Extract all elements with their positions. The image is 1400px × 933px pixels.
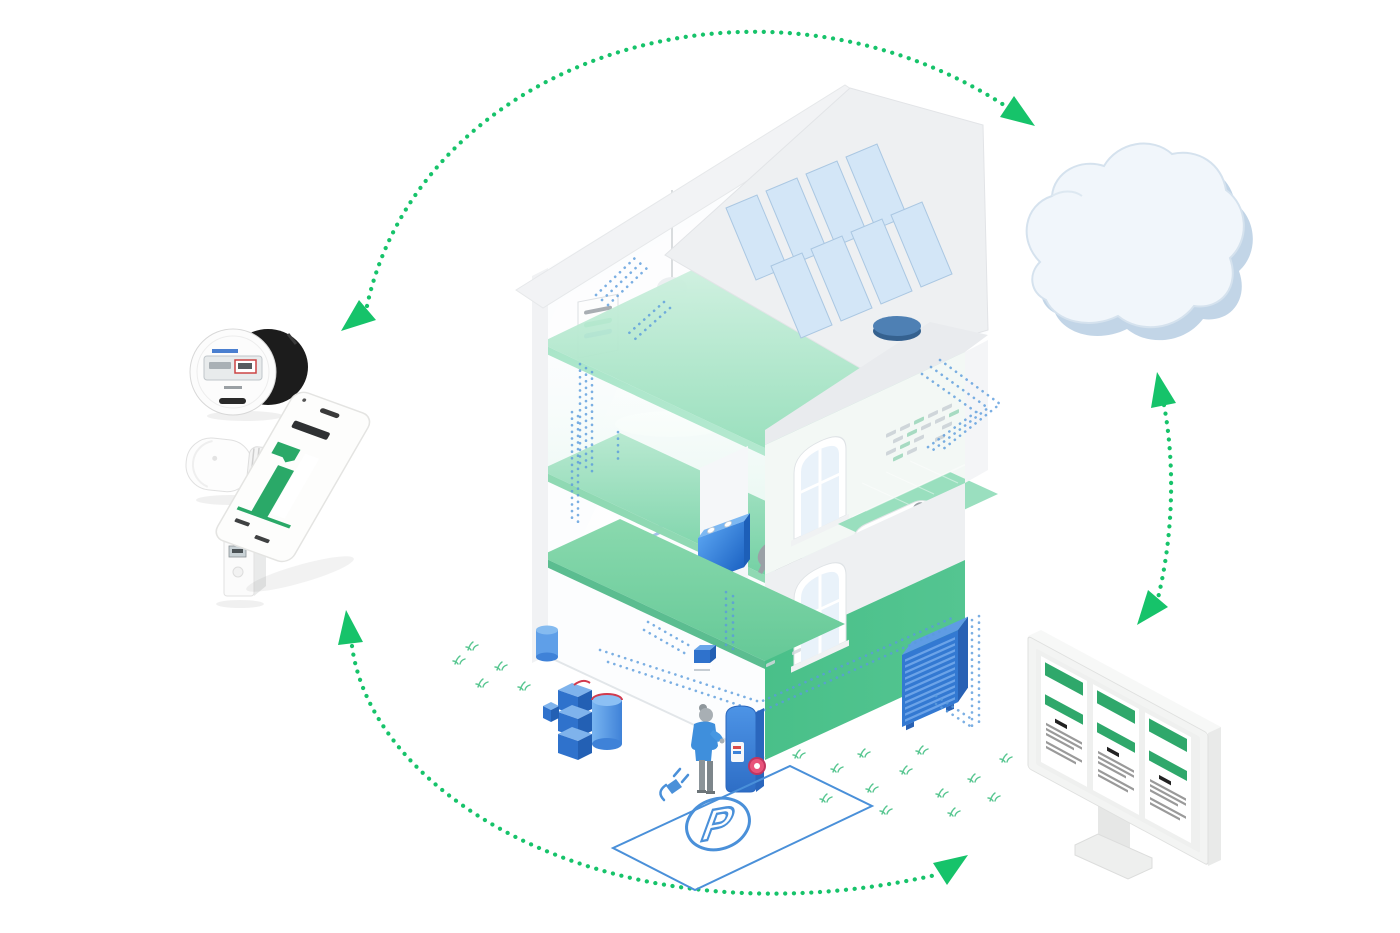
arrowhead-to-cloud xyxy=(1000,96,1035,126)
ground-floor xyxy=(540,519,845,661)
arrowhead-to-dashboard xyxy=(1137,590,1168,625)
roof-sensor-icon xyxy=(873,316,921,341)
smartphone-app xyxy=(215,391,371,592)
arc-dashboard-devices xyxy=(349,643,943,896)
arc-cloud-dashboard xyxy=(1155,402,1174,601)
arrowhead-up-to-dashboard xyxy=(933,855,968,885)
dashboard-monitor xyxy=(1027,630,1221,880)
cycle-arrows xyxy=(338,29,1176,896)
vent-cylinder-icon xyxy=(536,625,558,662)
monitor-stand-base xyxy=(1074,833,1153,880)
arched-window xyxy=(791,436,849,547)
person-icon xyxy=(691,704,725,794)
cloud-icon xyxy=(1025,142,1253,341)
dashboard-column xyxy=(1041,656,1087,787)
connector-cube-icon xyxy=(543,702,559,722)
dashboard-column xyxy=(1093,684,1139,816)
water-tank-icon xyxy=(591,693,623,750)
heat-pump-icon xyxy=(902,616,968,731)
ev-charger-icon xyxy=(725,705,766,793)
solar-panel xyxy=(725,143,953,339)
grass xyxy=(452,641,1013,817)
plug-icon xyxy=(659,767,690,802)
arrowhead-up-to-cloud xyxy=(1151,372,1176,408)
ground-wall xyxy=(765,560,965,760)
monitor-edge-top xyxy=(1028,630,1221,733)
smart-home: P xyxy=(452,84,1013,892)
smart-meter-icon xyxy=(189,328,308,416)
arrowhead-to-devices xyxy=(341,300,376,331)
monitor-edge-side xyxy=(1208,727,1221,866)
control-box-icon xyxy=(692,645,716,671)
brick-pattern xyxy=(886,403,959,462)
dashboard-column xyxy=(1145,712,1191,844)
battery-storage-icon xyxy=(558,679,592,760)
flat-roof xyxy=(765,322,988,445)
phone-energy-chart xyxy=(234,420,330,544)
arrowhead-up-to-devices xyxy=(338,610,363,645)
data-flow-dots xyxy=(570,255,1003,730)
